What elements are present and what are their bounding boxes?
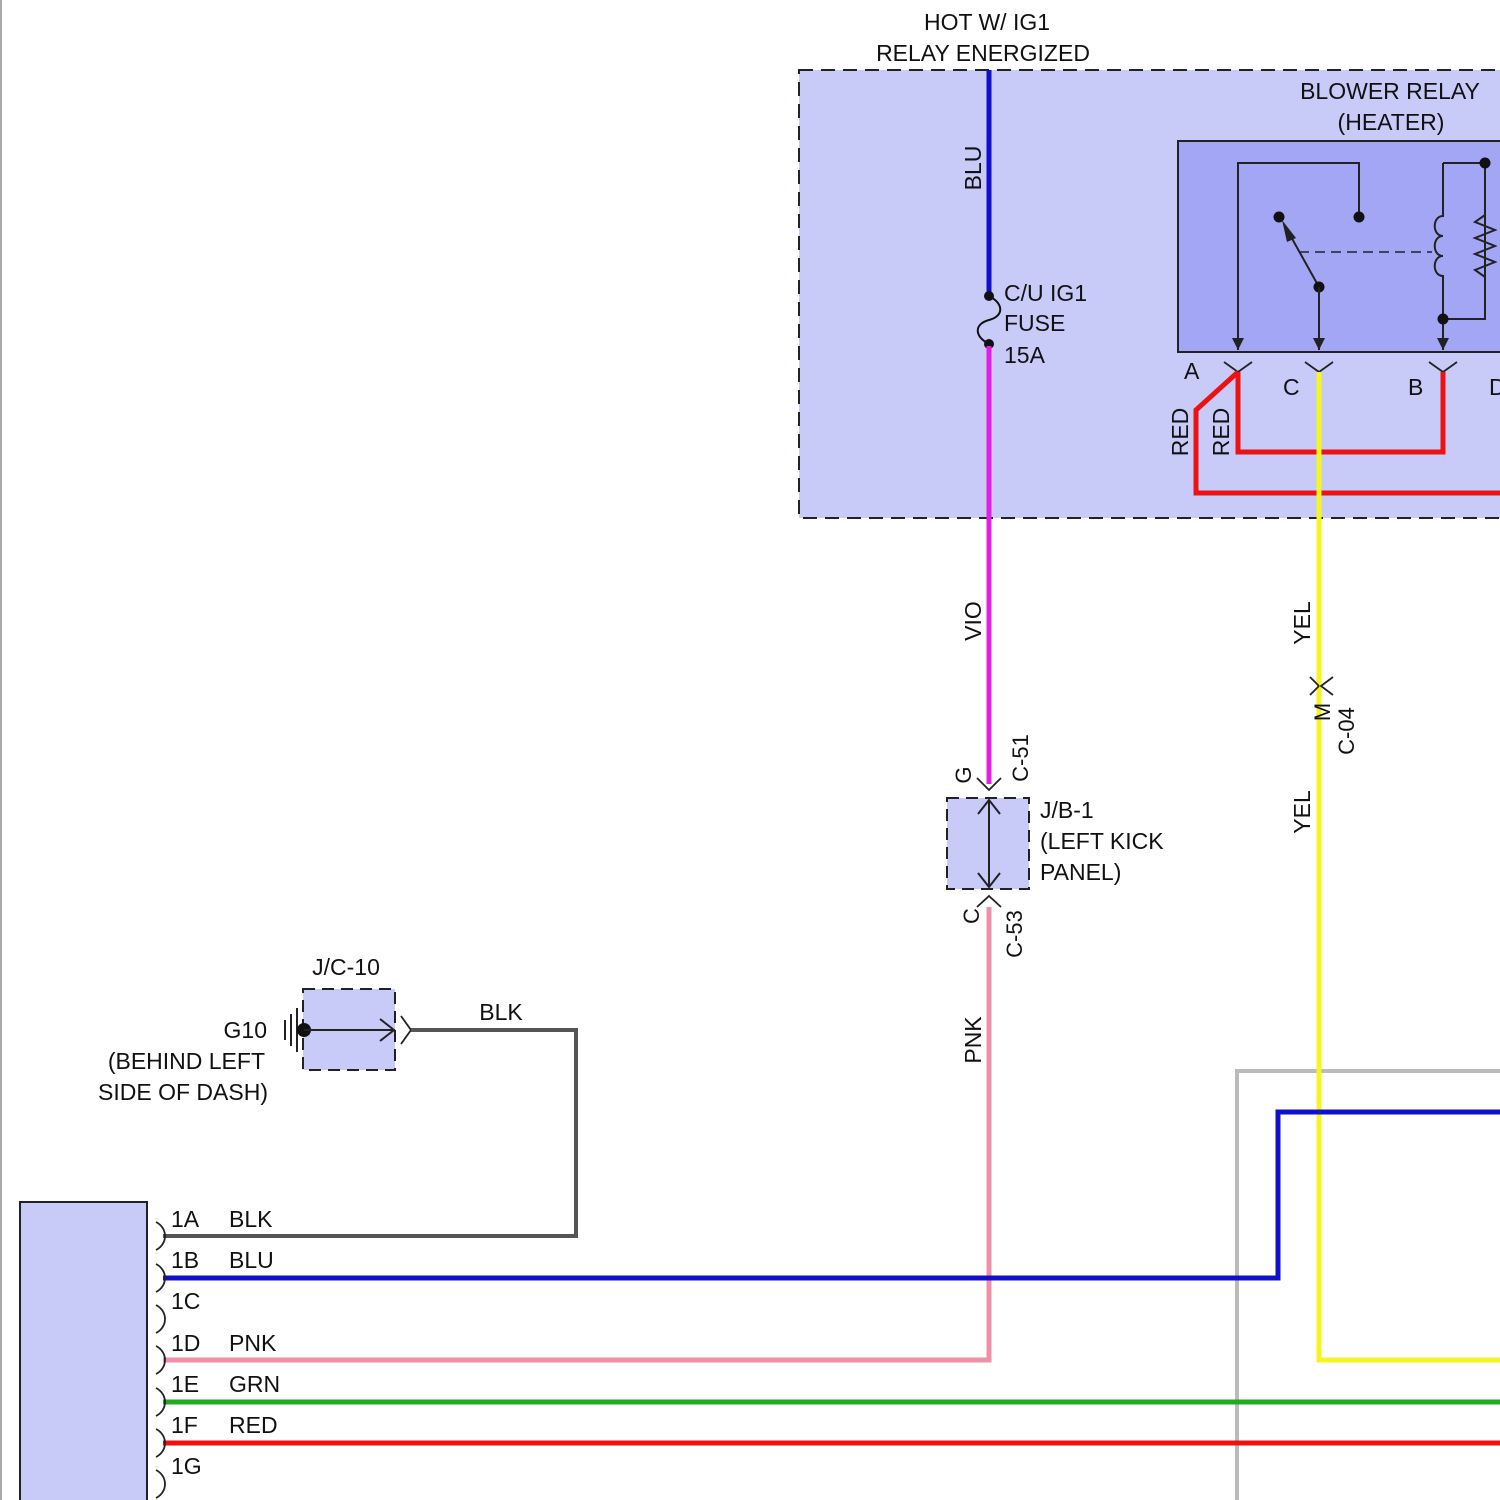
ground-label-line1: G10 (224, 1017, 267, 1043)
module-pin-1g: 1G (156, 1453, 202, 1498)
module-pin-1e: 1E GRN (156, 1371, 280, 1416)
supply-label-line2: RELAY ENERGIZED (876, 40, 1090, 66)
pin-number: 1D (171, 1330, 200, 1356)
relay-contact-pivot (1274, 212, 1285, 223)
ground-label-line2: (BEHIND LEFT (108, 1048, 265, 1074)
junction-label-line2: (LEFT KICK (1040, 828, 1164, 854)
wire-label-yel-upper: YEL (1289, 601, 1315, 645)
relay-pin-d-label: D (1489, 374, 1500, 400)
blower-relay (1178, 141, 1500, 352)
wire-yel (1319, 372, 1500, 1360)
supply-label-line1: HOT W/ IG1 (924, 9, 1050, 35)
junction-label-line1: J/B-1 (1040, 797, 1094, 823)
wire-label-vio: VIO (960, 601, 986, 641)
pin-number: 1F (171, 1412, 198, 1438)
wire-label-blu-supply: BLU (960, 146, 986, 191)
module-pin-1c: 1C (156, 1288, 200, 1333)
pin-number: 1A (171, 1206, 200, 1232)
relay-pin-a-label: A (1184, 358, 1200, 384)
module-pin-1d: 1D PNK (156, 1330, 277, 1374)
relay-pin-b-label: B (1408, 374, 1423, 400)
module-pin-1f: 1F RED (156, 1412, 278, 1457)
junction-conn-bottom: C-53 (1002, 910, 1027, 958)
connector-c04-pin: M (1310, 703, 1335, 721)
pin-wire-color: BLK (229, 1206, 273, 1232)
pin-wire-color: BLU (229, 1247, 274, 1273)
wire-label-pnk: PNK (960, 1016, 986, 1064)
connector-c04-label: C-04 (1334, 707, 1359, 755)
fuse-label-line2: FUSE (1004, 310, 1065, 336)
junction-pin-top: G (951, 766, 976, 783)
wire-label-yel-lower: YEL (1289, 790, 1315, 834)
relay-junction-bottom (1438, 314, 1449, 325)
ground-label-line3: SIDE OF DASH) (98, 1079, 268, 1105)
pin-wire-color: GRN (229, 1371, 280, 1397)
pin-connector-symbol (156, 1305, 165, 1333)
module-pin-1a: 1A BLK (156, 1206, 273, 1250)
pin-number: 1G (171, 1453, 202, 1479)
fuse-label-line1: C/U IG1 (1004, 280, 1087, 306)
pin-number: 1C (171, 1288, 200, 1314)
fuse-label-line3: 15A (1004, 342, 1046, 368)
wire-blu-1b (163, 1112, 1500, 1278)
relay-contact-no (1354, 212, 1365, 223)
relay-label-line2: (HEATER) (1338, 109, 1445, 135)
junction-conn-top: C-51 (1008, 734, 1033, 782)
joint-connector-label: J/C-10 (312, 954, 380, 980)
pin-number: 1E (171, 1371, 199, 1397)
junction-pin-bottom: C (959, 908, 984, 924)
junction-label-line3: PANEL) (1040, 859, 1121, 885)
wire-label-blk: BLK (479, 999, 523, 1025)
control-module (20, 1202, 147, 1500)
relay-label-line1: BLOWER RELAY (1300, 78, 1480, 104)
junction-bottom-connector (977, 896, 1001, 907)
pin-connector-symbol (156, 1470, 165, 1498)
relay-pin-c-label: C (1283, 374, 1300, 400)
pin-wire-color: PNK (229, 1330, 277, 1356)
module-pin-1b: 1B BLU (156, 1247, 274, 1292)
relay-junction-top (1480, 158, 1491, 169)
wire-label-red-inner: RED (1208, 408, 1234, 457)
joint-connector-terminal (401, 1016, 411, 1044)
pin-number: 1B (171, 1247, 199, 1273)
wire-label-red-outer: RED (1167, 408, 1193, 457)
pin-wire-color: RED (229, 1412, 278, 1438)
